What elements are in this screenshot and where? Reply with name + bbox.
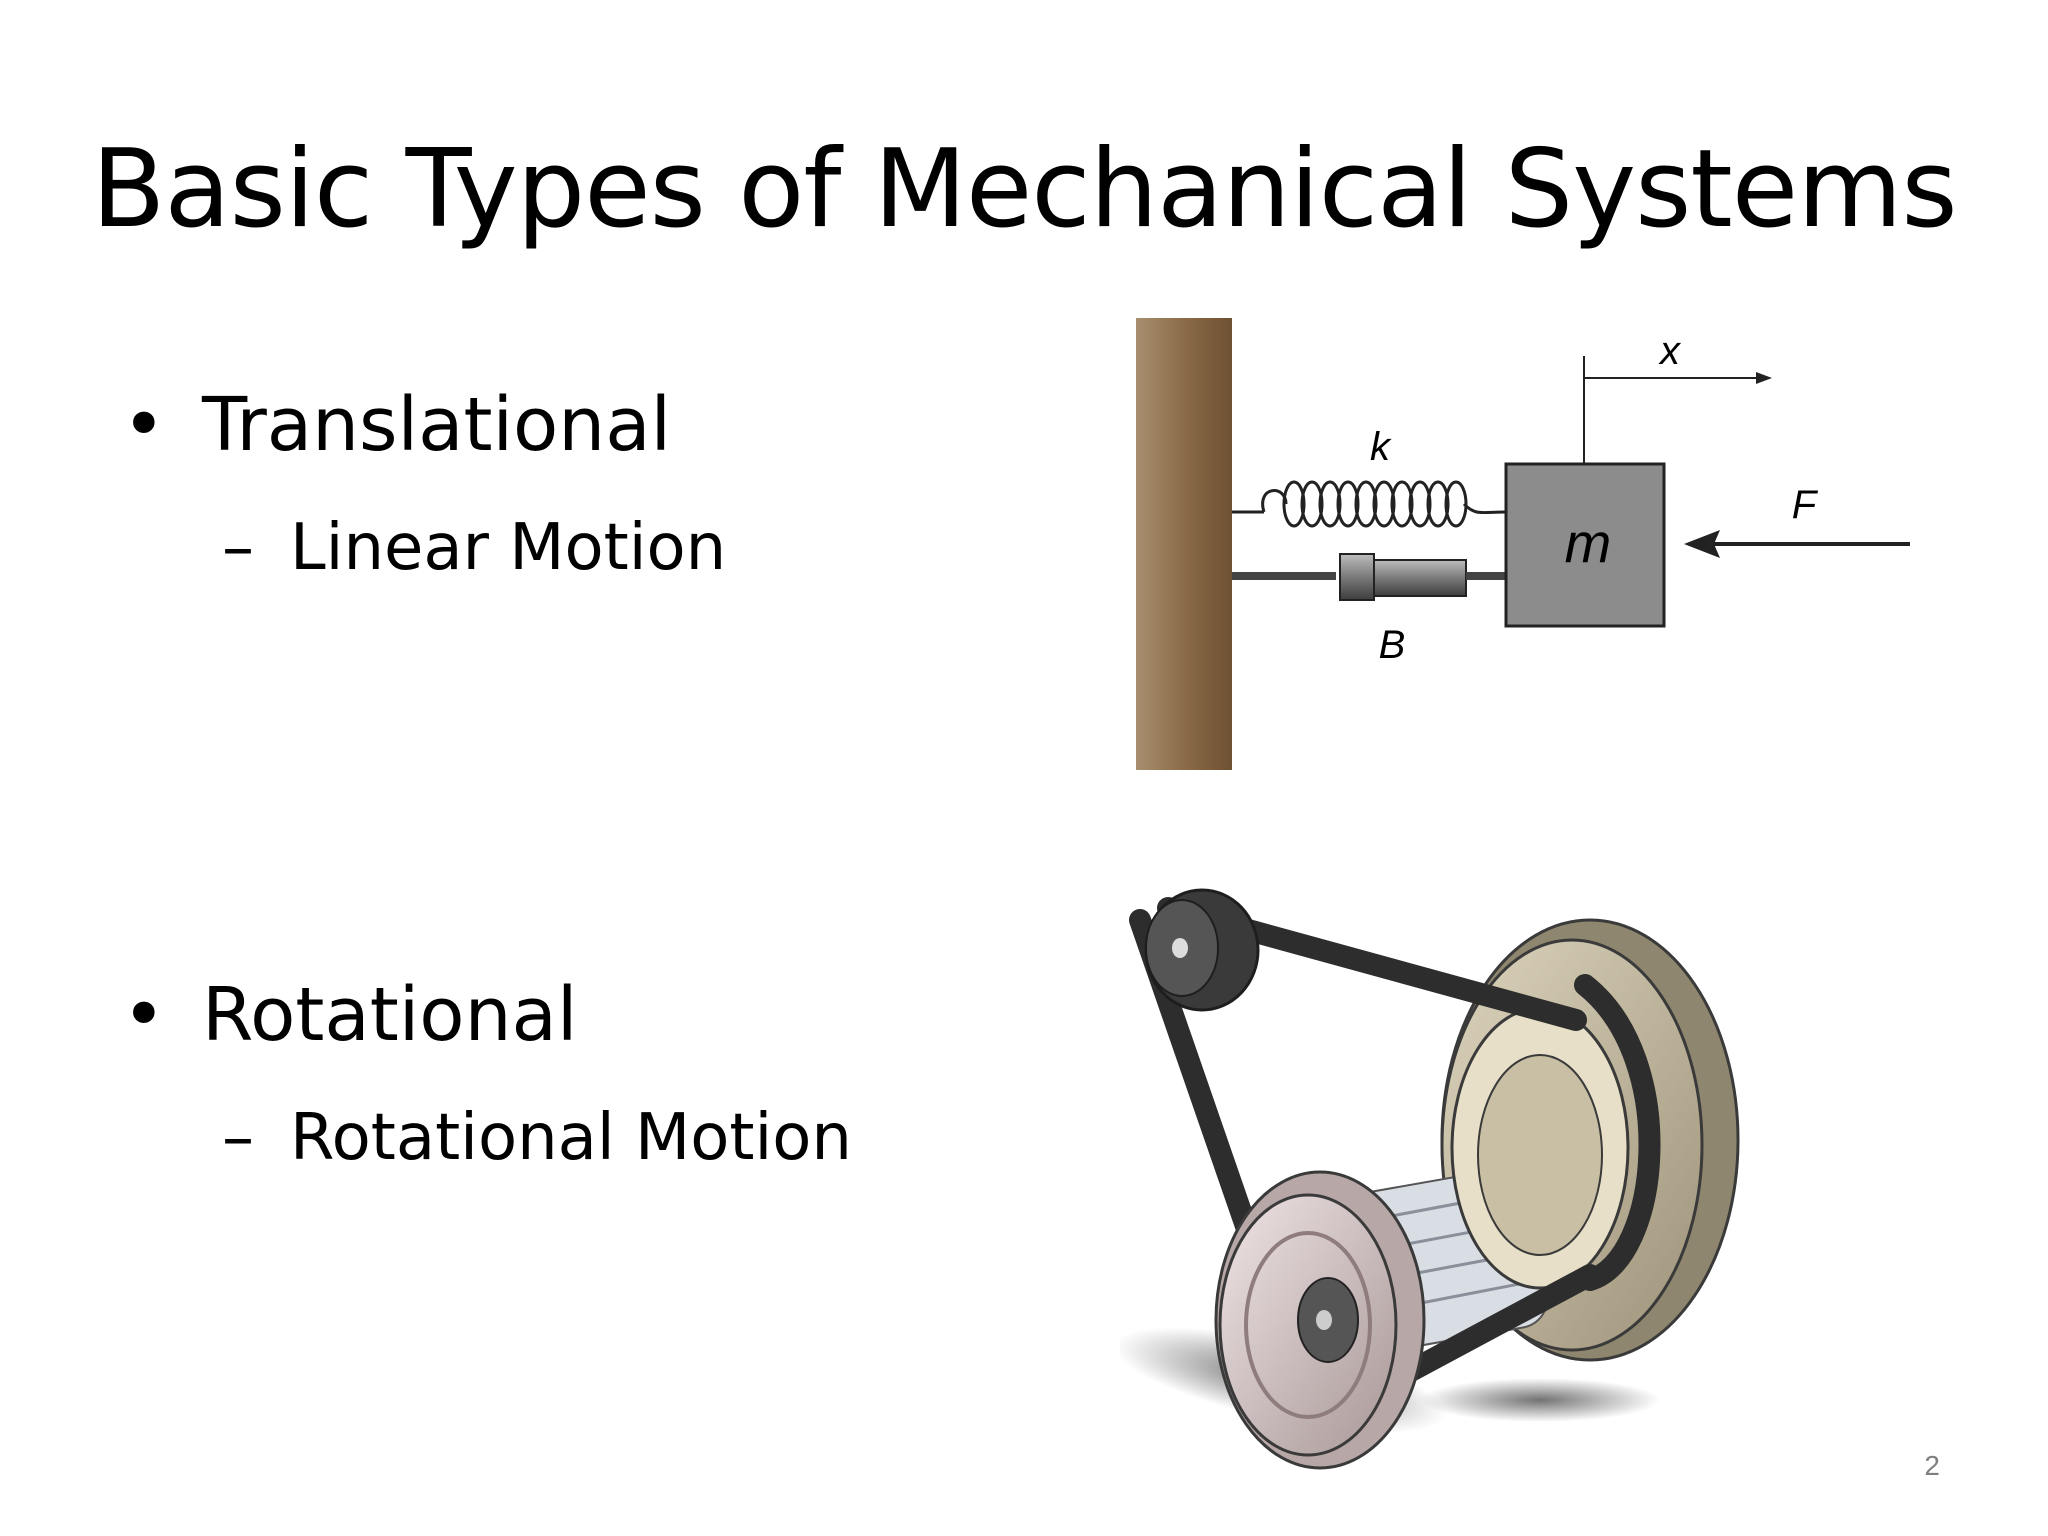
sub-bullet-linear-motion: –Linear Motion: [222, 508, 726, 588]
sub-label: Linear Motion: [290, 511, 727, 585]
page-number: 2: [1924, 1450, 1940, 1481]
wall: [1136, 318, 1232, 770]
bullet-translational: • Translational: [122, 380, 671, 470]
damper-label: B: [1379, 623, 1406, 667]
bullet-rotational: • Rotational: [122, 970, 577, 1060]
damper-rod-end: [1466, 572, 1506, 580]
small-pulley-groove: [1244, 1231, 1372, 1419]
idler-pulley-bore: [1172, 938, 1188, 958]
sub-dash: –: [222, 1101, 254, 1175]
large-pulley-inner: [1477, 1054, 1603, 1256]
damper-cylinder: [1373, 559, 1467, 597]
bullet-symbol: •: [122, 382, 166, 468]
belt-pulley-icon: [1120, 888, 1740, 1470]
damper-body: [1339, 553, 1375, 601]
damper-rod: [1232, 572, 1336, 580]
sub-dash: –: [222, 511, 254, 585]
shadow: [1420, 1378, 1660, 1422]
displacement-arrowhead: [1756, 372, 1772, 384]
bullet-symbol: •: [122, 972, 166, 1058]
mass-label: m: [1565, 511, 1612, 574]
displacement-label: x: [1658, 329, 1682, 373]
mass-spring-damper-diagram: k B m x F: [1136, 318, 1910, 770]
sub-bullet-rotational-motion: –Rotational Motion: [222, 1098, 852, 1178]
sub-label: Rotational Motion: [290, 1101, 852, 1175]
force-label: F: [1792, 483, 1819, 527]
mass-block: [1504, 462, 1666, 628]
spring: [1261, 480, 1507, 528]
force-arrowhead: [1684, 530, 1720, 558]
bullet-label: Rotational: [202, 972, 578, 1058]
spring-label: k: [1370, 425, 1392, 469]
bullet-label: Translational: [202, 382, 672, 468]
small-pulley-bore: [1316, 1310, 1332, 1330]
slide-title: Basic Types of Mechanical Systems: [91, 127, 1957, 252]
